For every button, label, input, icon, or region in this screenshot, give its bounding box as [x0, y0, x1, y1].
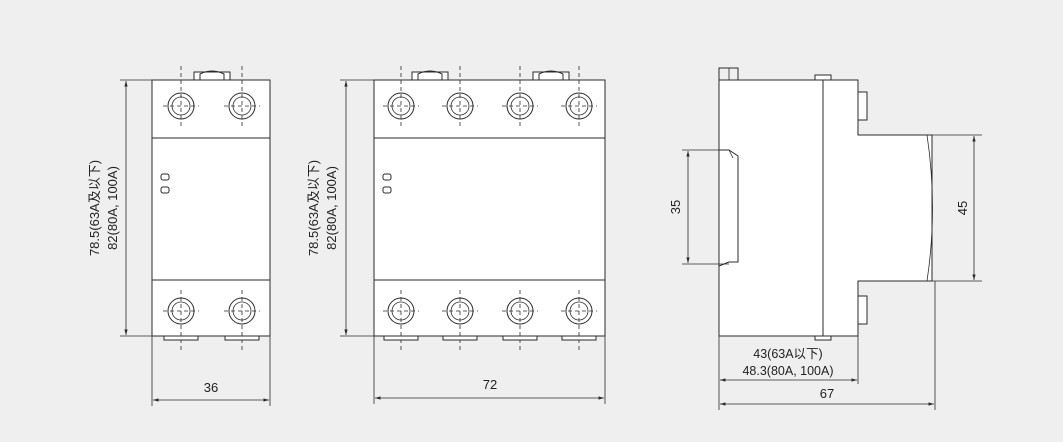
terminal-screw-icon — [383, 66, 419, 126]
terminal-screw-icon — [163, 290, 199, 352]
rail-height-label: 35 — [668, 200, 683, 214]
four-pole-height-label-2: 82(80A, 100A) — [324, 166, 339, 250]
terminal-screw-icon — [383, 290, 419, 352]
terminal-screw-icon — [442, 290, 478, 352]
two-pole-height-label-1: 78.5(63A及以下) — [87, 160, 102, 256]
indicator-window — [160, 173, 170, 181]
terminal-screw-icon — [561, 290, 597, 352]
indicator-window — [160, 186, 170, 194]
terminal-screw-icon — [442, 66, 478, 126]
two-pole-front-view: 78.5(63A及以下) 82(80A, 100A) 36 — [87, 66, 271, 406]
depth-label-1: 43(63A以下) — [753, 347, 822, 361]
depth-label-2: 48.3(80A, 100A) — [742, 364, 833, 378]
terminal-screw-icon — [224, 66, 260, 126]
indicator-window — [382, 186, 392, 194]
body-height-label: 45 — [955, 201, 970, 215]
terminal-screw-icon — [561, 66, 597, 126]
four-pole-width-label: 72 — [483, 377, 497, 392]
terminal-screw-icon — [224, 290, 260, 352]
indicator-window — [382, 173, 392, 181]
four-pole-front-view: 78.5(63A及以下) 82(80A, 100A) 72 — [306, 66, 606, 404]
total-depth-label: 67 — [820, 386, 834, 401]
four-pole-height-label-1: 78.5(63A及以下) — [306, 160, 321, 256]
terminal-screw-icon — [163, 66, 199, 126]
two-pole-width-label: 36 — [204, 380, 218, 395]
terminal-screw-icon — [502, 66, 538, 126]
terminal-screw-icon — [502, 290, 538, 352]
two-pole-height-label-2: 82(80A, 100A) — [105, 166, 120, 250]
side-view: 35 45 43(63A以下) 48.3(80A, 100A) 67 — [668, 67, 982, 410]
